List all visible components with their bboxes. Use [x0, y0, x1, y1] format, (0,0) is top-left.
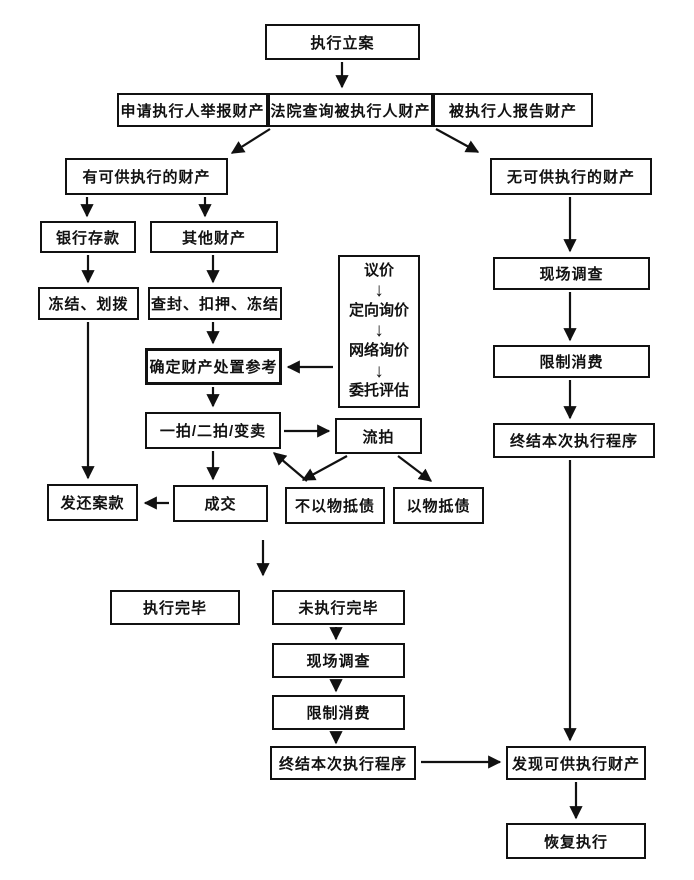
valuation-step-entrusted-appraisal: 委托评估	[348, 382, 409, 400]
node-auction-failed: 流拍	[335, 418, 422, 454]
valuation-step-directed-inquiry: 定向询价	[348, 302, 409, 320]
node-onsite-investigation-right: 现场调查	[493, 257, 650, 290]
node-no-executable-property: 无可供执行的财产	[490, 158, 652, 195]
node-bank-deposit: 银行存款	[40, 221, 136, 253]
node-execution-incomplete: 未执行完毕	[272, 590, 405, 625]
node-valuation-methods: 议价 ↓ 定向询价 ↓ 网络询价 ↓ 委托评估	[338, 255, 420, 408]
node-return-case-funds: 发还案款	[47, 484, 138, 521]
node-disposal-reference: 确定财产处置参考	[145, 348, 282, 385]
down-arrow-icon: ↓	[374, 280, 384, 302]
node-resume-execution: 恢复执行	[506, 823, 646, 859]
node-terminate-procedure-right: 终结本次执行程序	[493, 423, 655, 458]
node-onsite-investigation-mid: 现场调查	[272, 643, 405, 678]
node-terminate-procedure-mid: 终结本次执行程序	[270, 746, 416, 780]
arrow-failed-to-debt-offset	[397, 455, 433, 482]
node-consumption-restriction-mid: 限制消费	[272, 695, 405, 730]
node-other-property: 其他财产	[150, 221, 278, 253]
down-arrow-icon: ↓	[374, 360, 384, 382]
node-has-executable-property: 有可供执行的财产	[65, 158, 228, 195]
node-consumption-restriction-right: 限制消费	[493, 345, 650, 378]
node-found-executable-property: 发现可供执行财产	[506, 746, 646, 780]
valuation-step-online-inquiry: 网络询价	[348, 342, 409, 360]
node-court-query-property: 法院查询被执行人财产	[268, 93, 433, 127]
node-debtor-report-property: 被执行人报告财产	[433, 93, 593, 127]
node-no-debt-offset-with-property: 不以物抵债	[285, 487, 385, 524]
node-applicant-report-property: 申请执行人举报财产	[117, 93, 268, 127]
node-freeze-transfer: 冻结、划拨	[38, 287, 139, 320]
node-seal-seize-freeze: 查封、扣押、冻结	[148, 287, 282, 320]
arrow-query-to-no-property	[435, 128, 480, 153]
arrow-no-debt-offset-to-auction	[272, 452, 308, 482]
down-arrow-icon: ↓	[374, 320, 384, 342]
node-auction-sale: 一拍/二拍/变卖	[145, 412, 281, 449]
node-execution-complete: 执行完毕	[110, 590, 240, 625]
node-deal-closed: 成交	[173, 485, 268, 522]
node-debt-offset-with-property: 以物抵债	[393, 487, 484, 524]
arrow-query-to-has-property	[230, 128, 271, 154]
arrow-failed-to-no-debt-offset	[301, 455, 348, 481]
valuation-step-negotiated-price: 议价	[363, 262, 394, 279]
node-execution-filing: 执行立案	[265, 24, 420, 60]
